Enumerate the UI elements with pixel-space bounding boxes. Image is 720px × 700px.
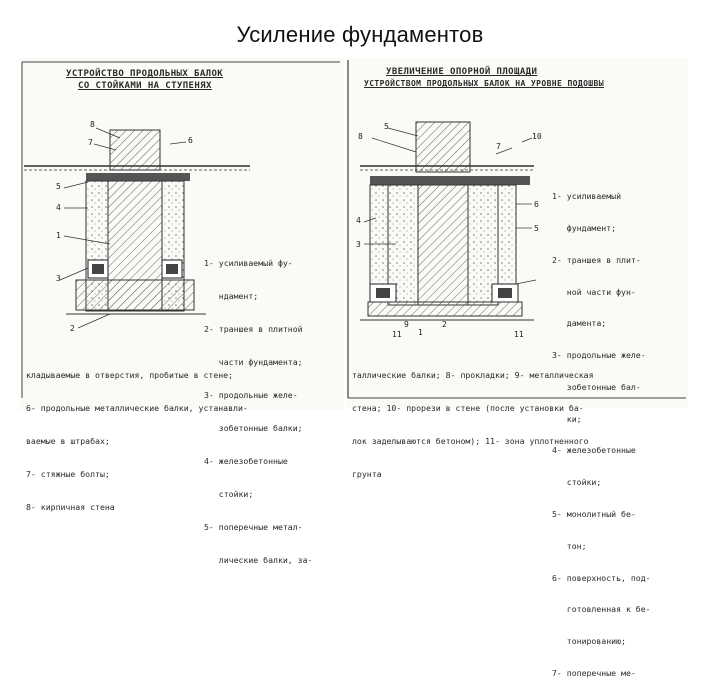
right-legend-bottom-line: стена; 10- прорези в стене (после устано… xyxy=(352,403,584,413)
right-legend-line: 1- усиливаемый xyxy=(552,191,622,202)
right-legend-bottom-line: таллические балки; 8- прокладки; 9- мета… xyxy=(352,370,594,380)
right-legend-line: 2- траншея в плит- xyxy=(552,254,641,265)
slide-title: Усиление фундаментов xyxy=(236,22,484,47)
right-callout-5: 5 xyxy=(384,122,389,131)
left-callout-7: 7 xyxy=(88,138,93,147)
left-callout-5: 5 xyxy=(56,182,61,191)
right-callout-6: 6 xyxy=(534,200,539,209)
right-legend-bottom-line: лок заделываются бетоном); 11- зона упло… xyxy=(352,436,589,446)
right-legend-line: 6- поверхность, под- xyxy=(552,572,651,583)
right-foundation-drawing xyxy=(347,60,686,399)
right-callout-5b: 5 xyxy=(534,224,539,233)
left-foundation-drawing xyxy=(21,61,340,398)
right-legend-line: стойки; xyxy=(552,477,602,488)
left-legend-bottom-line: 6- продольные металлические балки, устан… xyxy=(26,403,248,413)
left-callout-1: 1 xyxy=(56,231,61,240)
left-legend-bottom-line: ваемые в штрабах; xyxy=(26,436,110,446)
left-legend-line: 4- железобетонные xyxy=(204,456,288,466)
left-legend-bottom: кладываемые в отверстия, пробитые в стен… xyxy=(26,348,248,535)
right-legend-line: 5- монолитный бе- xyxy=(552,509,636,519)
right-legend-bottom: таллические балки; 8- прокладки; 9- мета… xyxy=(352,348,594,502)
left-callout-8: 8 xyxy=(90,120,95,129)
left-legend-line: 3- продольные желе- xyxy=(204,390,298,400)
right-legend-line: дамента; xyxy=(552,318,607,329)
left-legend-bottom-line: 7- стяжные болты; xyxy=(26,469,110,479)
left-legend-line: ндамент; xyxy=(204,291,259,301)
right-legend-line: готовленная к бе- xyxy=(552,604,651,615)
right-legend-line: зобетонные бал- xyxy=(552,381,641,392)
left-legend-bottom-line: 8- кирпичная стена xyxy=(26,502,115,512)
left-legend-line: 1- усиливаемый фу- xyxy=(204,258,293,268)
left-scanned-figure: УСТРОЙСТВО ПРОДОЛЬНЫХ БАЛОК СО СТОЙКАМИ … xyxy=(20,58,344,565)
right-callout-11a: 11 xyxy=(392,330,402,339)
right-callout-3: 3 xyxy=(356,240,361,249)
left-legend-line: лические балки, за- xyxy=(204,555,313,565)
left-legend-line: стойки; xyxy=(204,489,254,499)
left-legend-line: части фундамента; xyxy=(204,357,303,367)
right-heading-line-1: УВЕЛИЧЕНИЕ ОПОРНОЙ ПЛОЩАДИ xyxy=(386,67,538,77)
right-callout-1: 1 xyxy=(418,328,423,337)
left-callout-4: 4 xyxy=(56,203,61,212)
right-callout-2: 2 xyxy=(442,320,447,329)
right-callout-8: 8 xyxy=(358,132,363,141)
right-legend-bottom-line: грунта xyxy=(352,469,382,479)
right-callout-9: 9 xyxy=(404,320,409,329)
right-callout-10: 10 xyxy=(532,132,542,141)
right-legend-line: тон; xyxy=(552,540,587,551)
right-legend-line: 4- железобетонные xyxy=(552,445,636,456)
right-heading-line-2: УСТРОЙСТВОМ ПРОДОЛЬНЫХ БАЛОК НА УРОВНЕ П… xyxy=(364,79,604,88)
left-callout-3: 3 xyxy=(56,274,61,283)
left-callout-6: 6 xyxy=(188,136,193,145)
right-legend-line: 3- продольные желе- xyxy=(552,350,646,361)
right-legend-line: тонированию; xyxy=(552,636,626,647)
right-legend-line: фундамент; xyxy=(552,222,617,233)
left-legend-line: зобетонные балки; xyxy=(204,423,303,433)
right-callout-11b: 11 xyxy=(514,330,524,339)
left-callout-2: 2 xyxy=(70,324,75,333)
right-scanned-figure: УВЕЛИЧЕНИЕ ОПОРНОЙ ПЛОЩАДИ УСТРОЙСТВОМ П… xyxy=(346,58,688,678)
right-callout-4: 4 xyxy=(356,216,361,225)
left-legend-bottom-line: кладываемые в отверстия, пробитые в стен… xyxy=(26,370,234,380)
right-callout-7: 7 xyxy=(496,142,501,151)
left-legend-line: 5- поперечные метал- xyxy=(204,522,303,532)
right-legend-line: 7- поперечные ме- xyxy=(552,667,636,678)
left-heading-line-1: УСТРОЙСТВО ПРОДОЛЬНЫХ БАЛОК xyxy=(66,69,224,79)
right-legend-line: ной части фун- xyxy=(552,286,636,297)
left-heading-line-2: СО СТОЙКАМИ НА СТУПЕНЯХ xyxy=(78,81,212,91)
right-legend-line: ки; xyxy=(552,413,582,424)
left-legend-line: 2- траншея в плитной xyxy=(204,324,303,334)
